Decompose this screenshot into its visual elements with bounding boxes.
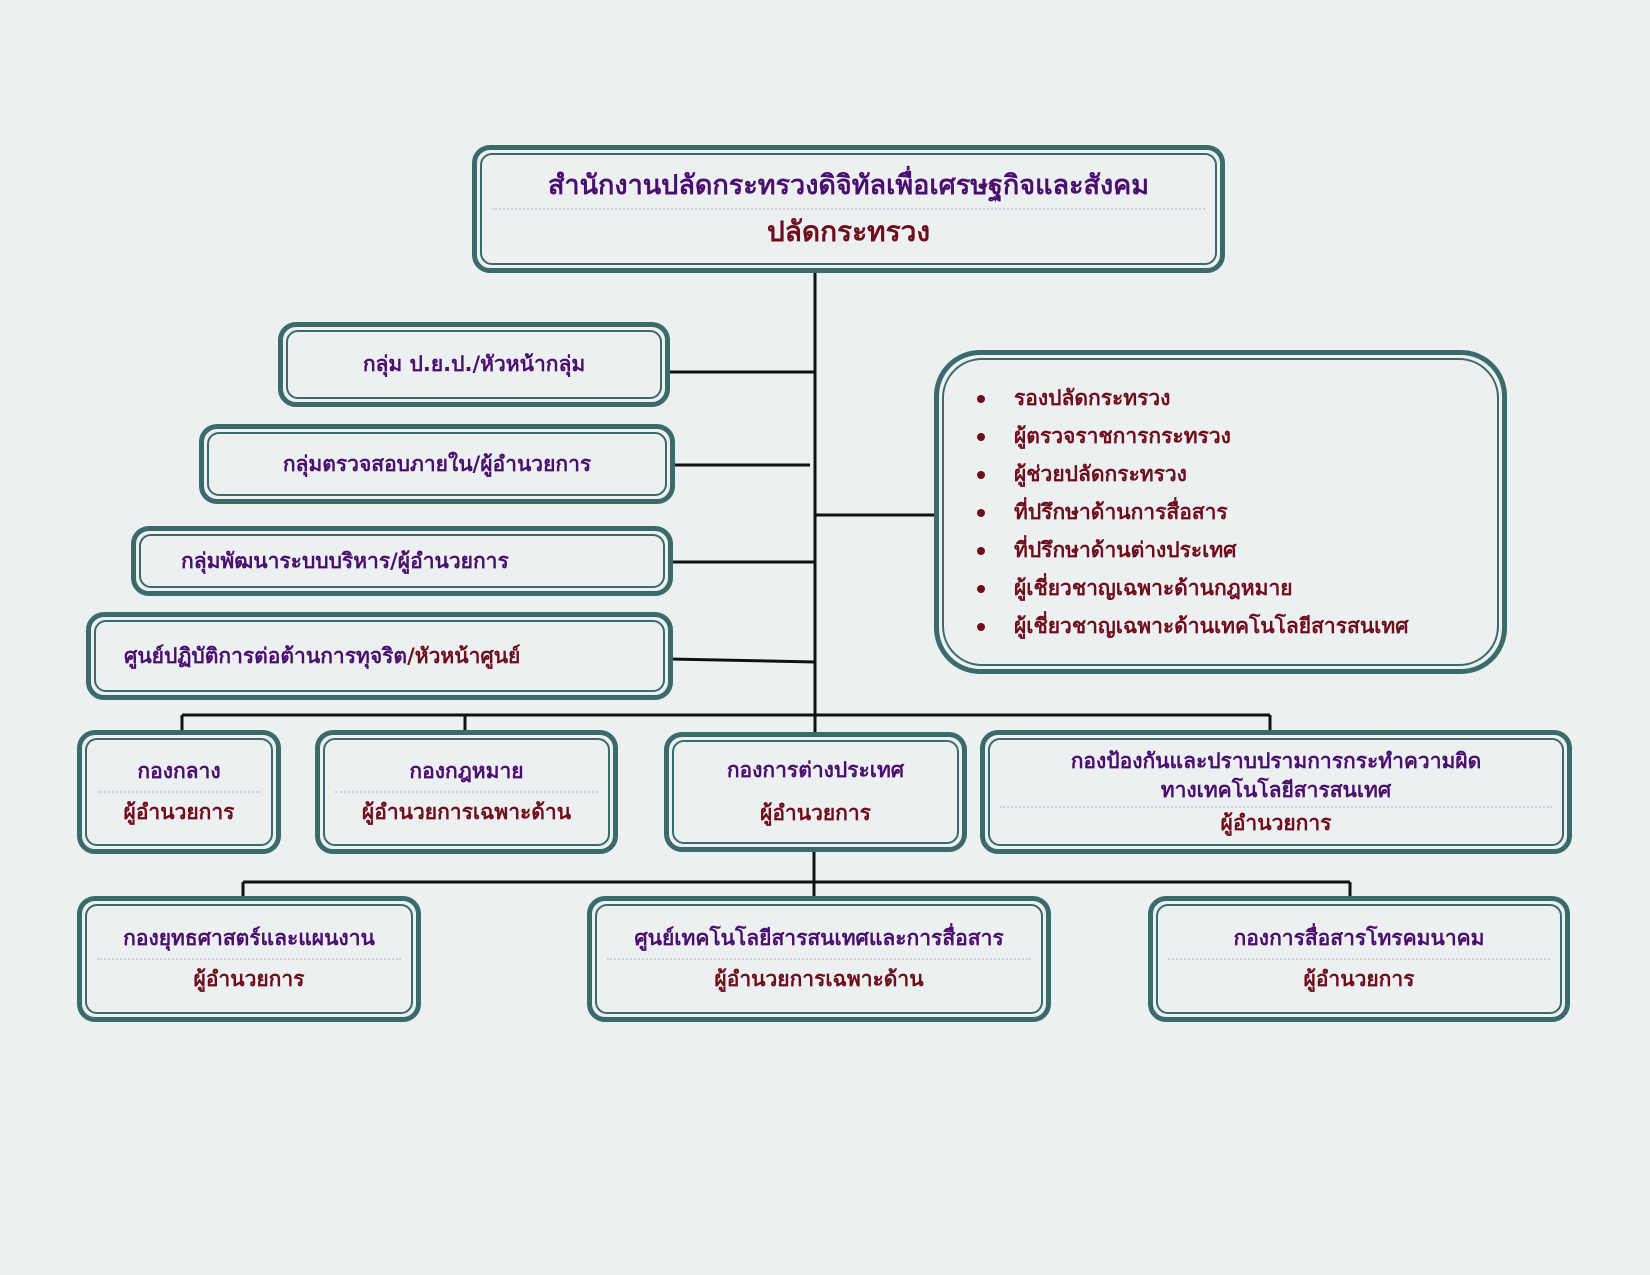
staff-unit-label: กลุ่ม ป.ย.ป./หัวหน้ากลุ่ม (362, 352, 586, 376)
division-name: กองการต่างประเทศ (726, 758, 905, 782)
list-item: ผู้เชี่ยวชาญเฉพาะด้านเทคโนโลยีสารสนเทศ (974, 607, 1409, 645)
office-head: ปลัดกระทรวง (766, 215, 931, 248)
division-head: ผู้อำนวยการ (1303, 967, 1415, 991)
division-ict-center: ศูนย์เทคโนโลยีสารสนเทศและการสื่อสาร ผู้อ… (587, 896, 1051, 1022)
division-name: กองการสื่อสารโทรคมนาคม (1233, 926, 1485, 950)
division-head: ผู้อำนวยการเฉพาะด้าน (714, 967, 924, 991)
staff-unit-label: กลุ่มพัฒนาระบบบริหาร/ผู้อำนวยการ (181, 548, 509, 573)
divider (97, 791, 261, 793)
division-telecommunications: กองการสื่อสารโทรคมนาคม ผู้อำนวยการ (1148, 896, 1570, 1022)
staff-unit-suffix: /หัวหน้าศูนย์ (407, 643, 521, 668)
staff-unit-label: ศูนย์ปฏิบัติการต่อต้านการทุจริต (124, 643, 408, 668)
list-item: ที่ปรึกษาด้านการสื่อสาร (974, 493, 1409, 531)
division-head: ผู้อำนวยการเฉพาะด้าน (361, 800, 572, 824)
list-item: ผู้ช่วยปลัดกระทรวง (974, 455, 1409, 493)
executives-box: รองปลัดกระทรวง ผู้ตรวจราชการกระทรวง ผู้ช… (934, 350, 1507, 674)
divider (1000, 805, 1552, 808)
division-name: กองยุทธศาสตร์และแผนงาน (123, 926, 375, 950)
division-head: ผู้อำนวยการ (760, 801, 871, 825)
list-item: รองปลัดกระทรวง (974, 379, 1409, 417)
staff-unit-label: กลุ่มตรวจสอบภายใน/ผู้อำนวยการ (282, 451, 592, 476)
division-name: กองกฎหมาย (409, 759, 524, 783)
staff-unit-internal-audit: กลุ่มตรวจสอบภายใน/ผู้อำนวยการ (199, 424, 675, 504)
list-item: ผู้ตรวจราชการกระทรวง (974, 417, 1409, 455)
division-name-line2: ทางเทคโนโลยีสารสนเทศ (1160, 777, 1392, 802)
connector-staff-4 (668, 657, 816, 664)
office-title: สำนักงานปลัดกระทรวงดิจิทัลเพื่อเศรษฐกิจแ… (547, 170, 1150, 201)
staff-unit-admin-development: กลุ่มพัฒนาระบบบริหาร/ผู้อำนวยการ (131, 526, 673, 596)
top-box-office: สำนักงานปลัดกระทรวงดิจิทัลเพื่อเศรษฐกิจแ… (472, 145, 1225, 273)
division-head: ผู้อำนวยการ (123, 800, 235, 824)
staff-unit-anti-corruption: ศูนย์ปฏิบัติการต่อต้านการทุจริต /หัวหน้า… (86, 612, 673, 700)
staff-unit-pyp: กลุ่ม ป.ย.ป./หัวหน้ากลุ่ม (278, 322, 670, 407)
divider (1168, 958, 1550, 960)
division-name: กองกลาง (137, 759, 221, 783)
divider (492, 208, 1205, 210)
division-legal: กองกฎหมาย ผู้อำนวยการเฉพาะด้าน (315, 730, 618, 854)
divider (607, 958, 1031, 960)
division-name: ศูนย์เทคโนโลยีสารสนเทศและการสื่อสาร (634, 926, 1004, 950)
division-head: ผู้อำนวยการ (193, 967, 305, 991)
list-item: ที่ปรึกษาด้านต่างประเทศ (974, 531, 1409, 569)
division-name-line1: กองป้องกันและปราบปรามการกระทำความผิด (1070, 748, 1482, 773)
divider (335, 791, 598, 793)
executives-list: รองปลัดกระทรวง ผู้ตรวจราชการกระทรวง ผู้ช… (974, 379, 1409, 645)
list-item: ผู้เชี่ยวชาญเฉพาะด้านกฎหมาย (974, 569, 1409, 607)
division-tech-crime-prevention: กองป้องกันและปราบปรามการกระทำความผิด ทาง… (980, 730, 1572, 854)
division-general-affairs: กองกลาง ผู้อำนวยการ (77, 730, 281, 854)
divider (97, 958, 401, 960)
division-foreign-affairs: กองการต่างประเทศ ผู้อำนวยการ (664, 732, 967, 852)
division-head: ผู้อำนวยการ (1220, 810, 1332, 835)
division-strategy-planning: กองยุทธศาสตร์และแผนงาน ผู้อำนวยการ (77, 896, 421, 1022)
